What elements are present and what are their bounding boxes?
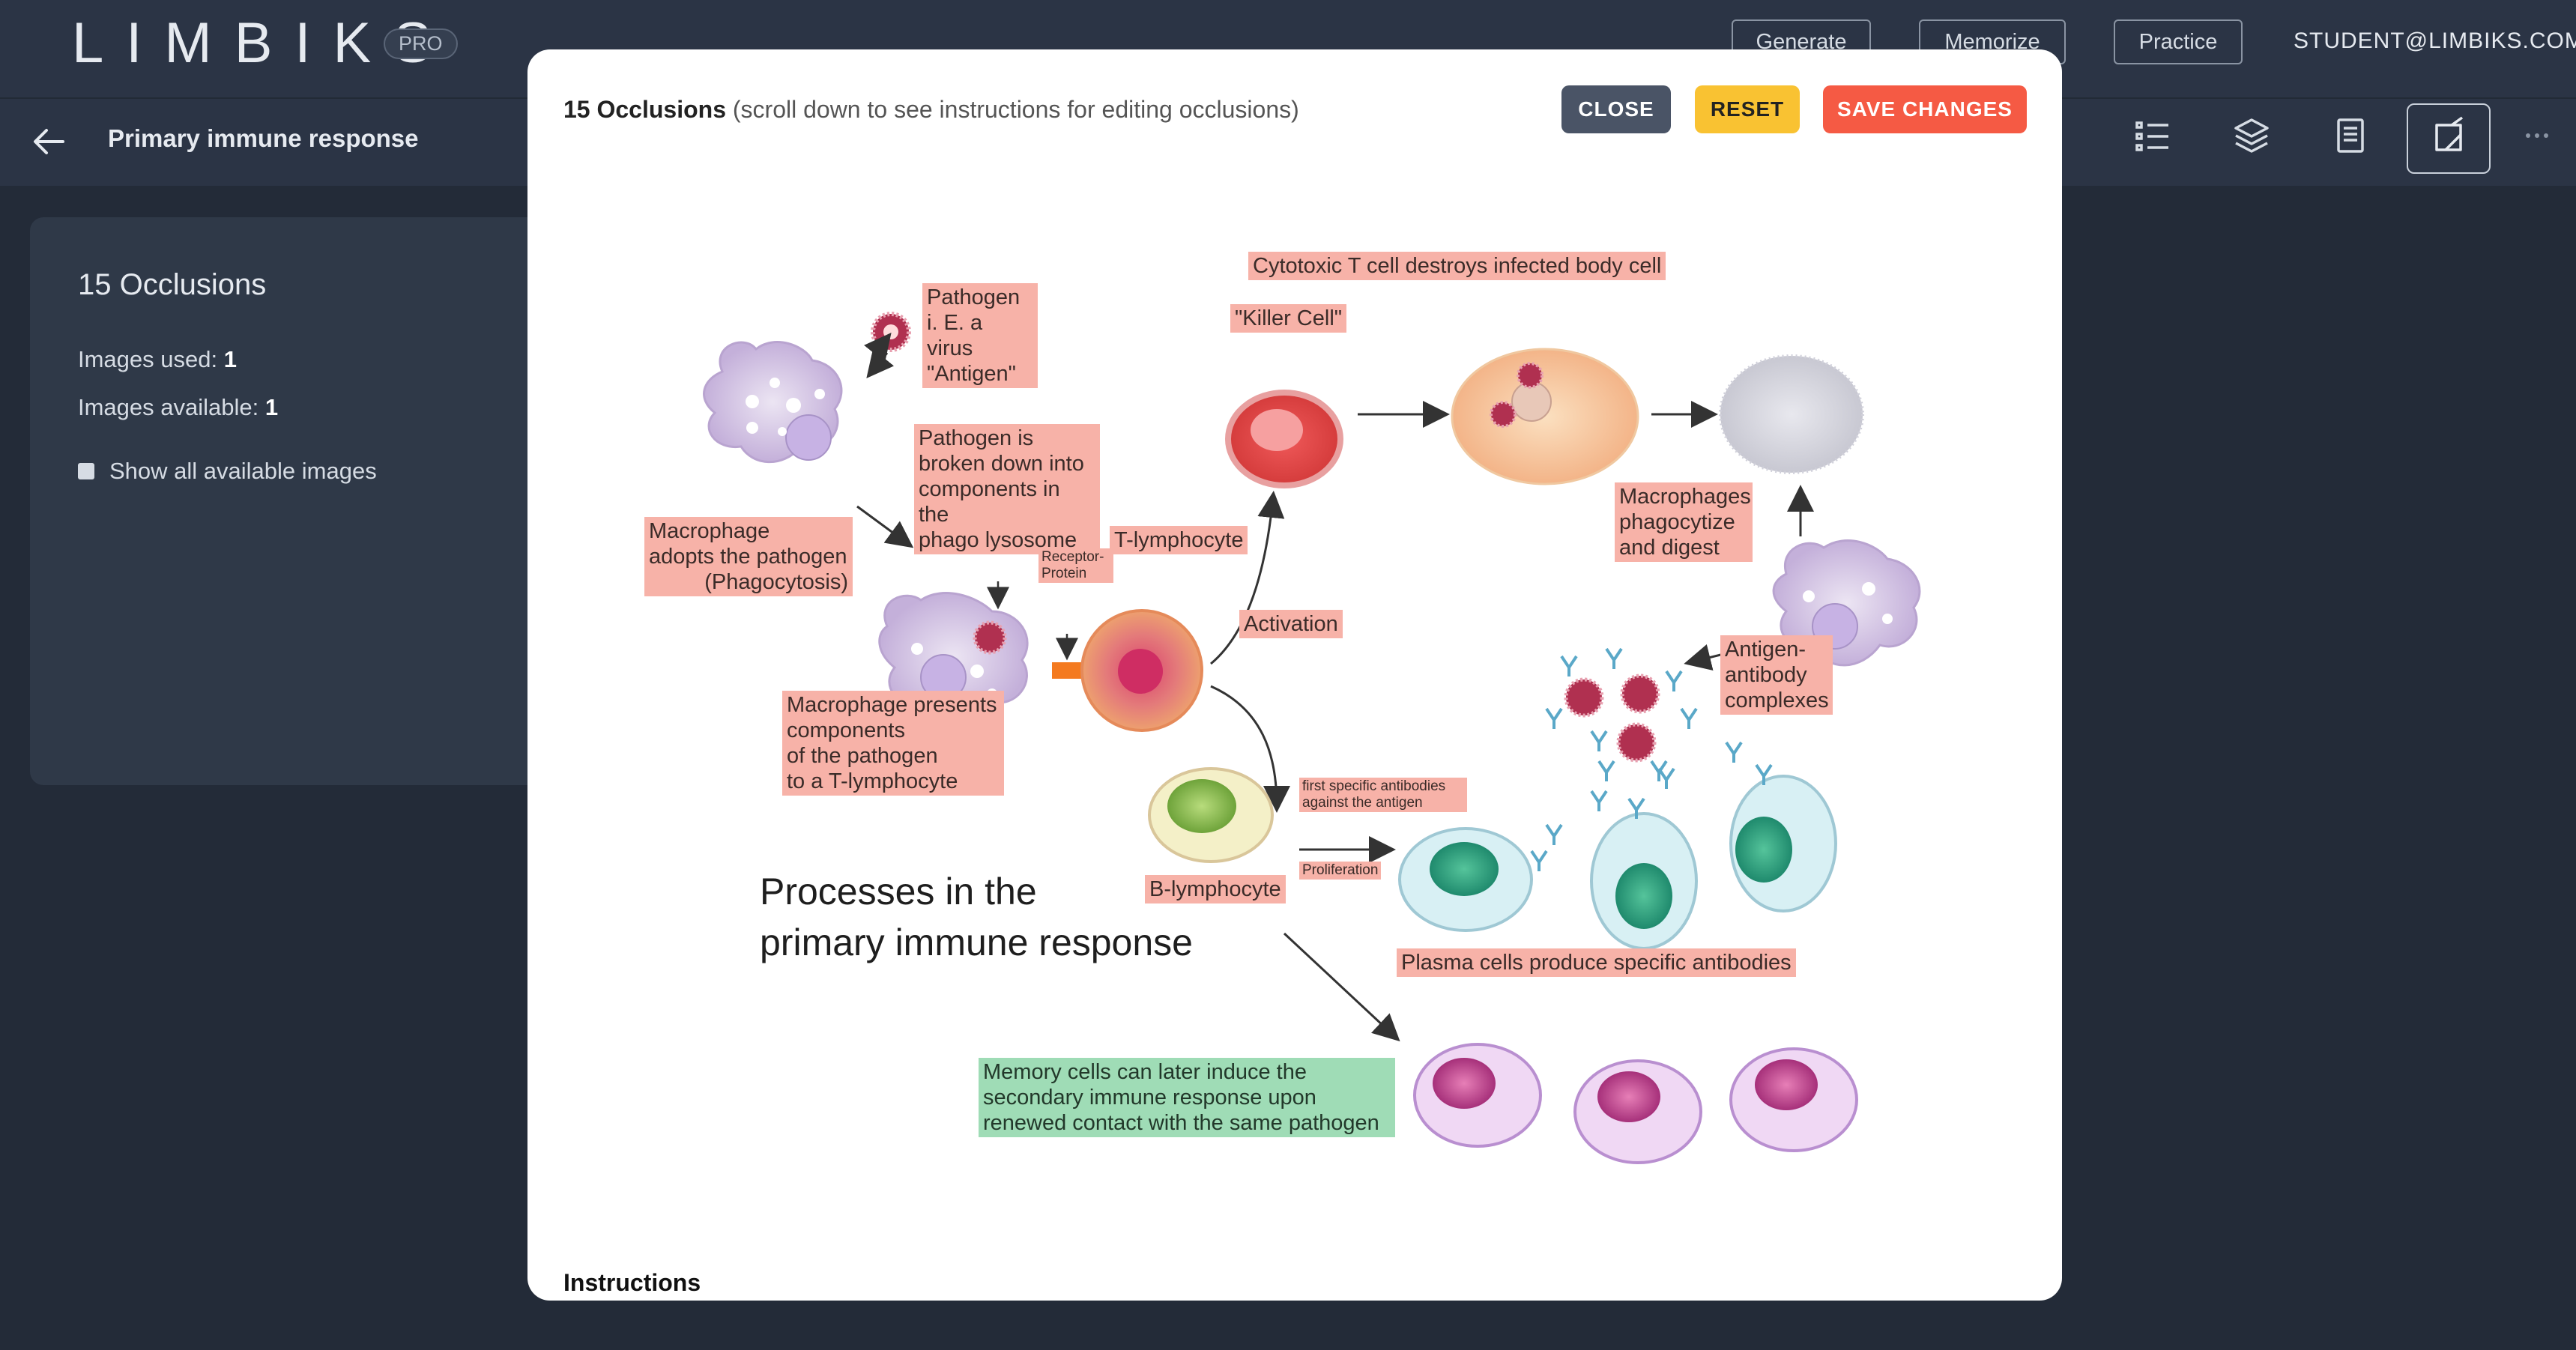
destroyed-cell xyxy=(1719,354,1864,474)
panel-heading: 15 Occlusions xyxy=(78,268,267,301)
memory-cells xyxy=(1413,1043,1858,1164)
pro-badge: PRO xyxy=(384,28,458,59)
layers-icon[interactable] xyxy=(2228,112,2275,159)
modal-title: 15 Occlusions (scroll down to see instru… xyxy=(563,96,1299,123)
macrophage-vacuoles-1 xyxy=(746,378,825,436)
document-icon[interactable] xyxy=(2327,112,2374,159)
save-changes-button[interactable]: SAVE CHANGES xyxy=(1823,85,2027,133)
show-all-checkbox[interactable] xyxy=(78,463,94,479)
occlusions-panel: 15 Occlusions Images used: 1 Images avai… xyxy=(30,217,554,785)
images-available: Images available: 1 xyxy=(78,394,279,420)
macrophage-cell-3 xyxy=(1772,539,1921,667)
instructions-heading: Instructions xyxy=(563,1269,701,1296)
back-arrow-icon[interactable] xyxy=(30,123,67,160)
receptor-protein xyxy=(1052,662,1082,679)
label-t-lymphocyte[interactable]: T-lymphocyte xyxy=(1110,526,1248,554)
reset-button[interactable]: RESET xyxy=(1695,85,1800,133)
label-proliferation[interactable]: Proliferation xyxy=(1299,862,1382,880)
occlusion-editor-modal: 15 Occlusions (scroll down to see instru… xyxy=(527,49,2062,1301)
label-killer-cell[interactable]: "Killer Cell" xyxy=(1230,304,1347,333)
close-button[interactable]: CLOSE xyxy=(1561,85,1671,133)
plasma-cells xyxy=(1398,741,1837,950)
label-plasma-cells[interactable]: Plasma cells produce specific antibodies xyxy=(1397,948,1796,977)
immune-response-diagram xyxy=(703,312,1921,1164)
page-title: Primary immune response xyxy=(108,124,419,152)
label-receptor-protein[interactable]: Receptor-Protein xyxy=(1038,548,1113,583)
antigen-antibody-complexes xyxy=(1545,647,1698,789)
more-icon[interactable] xyxy=(2519,112,2566,159)
list-icon[interactable] xyxy=(2129,112,2176,159)
practice-button[interactable]: Practice xyxy=(2114,19,2243,64)
edit-note-icon[interactable] xyxy=(2407,103,2491,174)
macrophage-nucleus-1 xyxy=(785,414,832,461)
app-logo[interactable]: LIMBIKS xyxy=(72,11,454,75)
user-email[interactable]: STUDENT@LIMBIKS.COM xyxy=(2294,28,2576,53)
label-activation[interactable]: Activation xyxy=(1239,610,1343,638)
show-all-label[interactable]: Show all available images xyxy=(109,458,377,484)
label-cytotoxic[interactable]: Cytotoxic T cell destroys infected body … xyxy=(1248,252,1666,280)
images-used: Images used: 1 xyxy=(78,346,237,372)
label-b-lymphocyte[interactable]: B-lymphocyte xyxy=(1145,875,1286,903)
